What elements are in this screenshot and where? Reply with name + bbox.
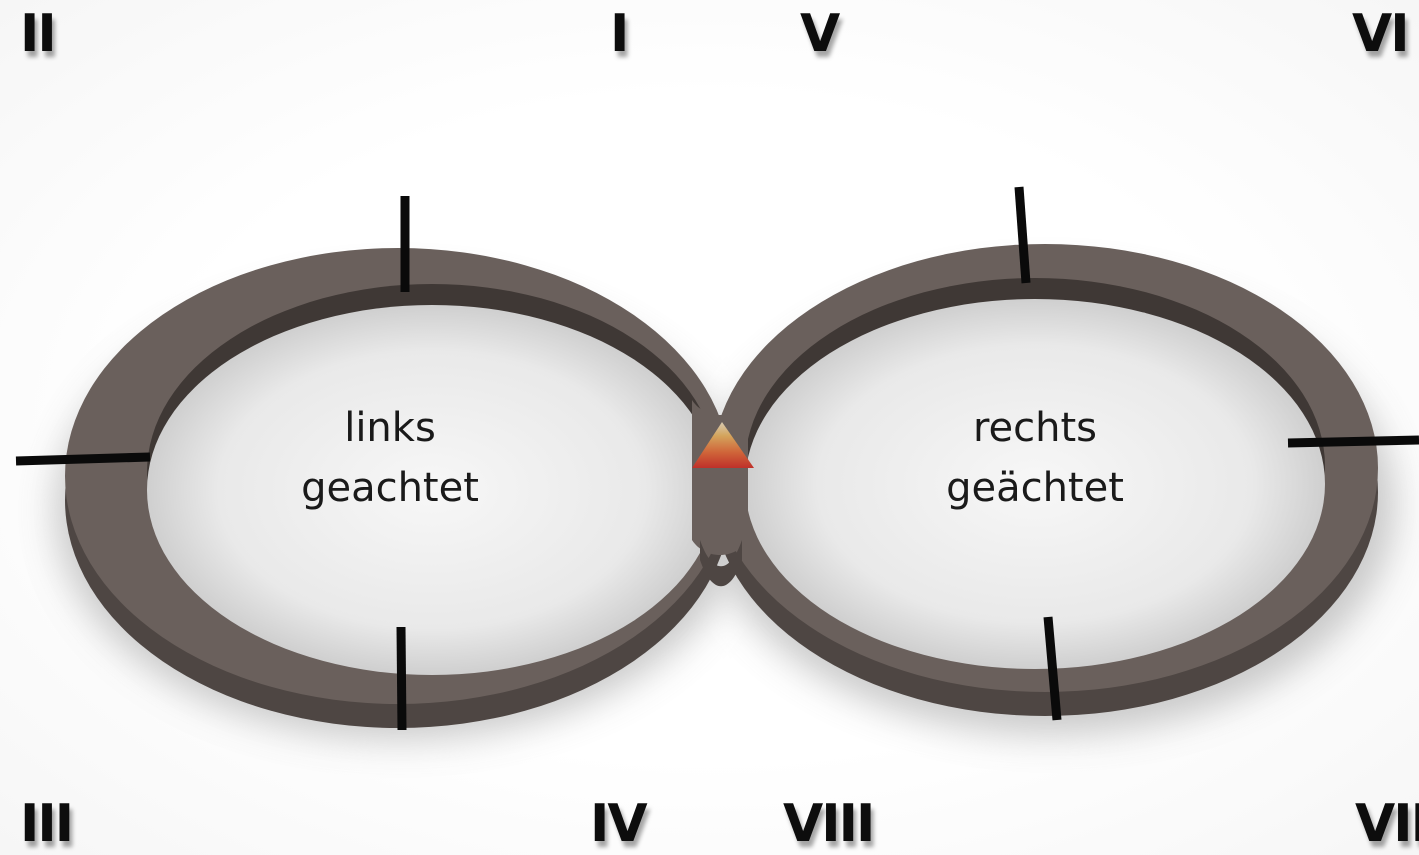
tick-right-side <box>1287 435 1419 448</box>
numeral-bottom-right: VII <box>1355 794 1419 854</box>
left-loop-label-line1: links <box>344 405 436 451</box>
numeral-bottom-left: III <box>20 794 74 854</box>
tick-left-bottom <box>396 626 407 731</box>
right-loop-label-line2: geächtet <box>946 465 1124 511</box>
tick-right-bottom <box>1043 616 1062 721</box>
tick-left-side <box>15 452 151 466</box>
numeral-top-center-left: I <box>610 4 629 64</box>
left-loop-label-line2: geachtet <box>301 465 479 511</box>
numeral-bottom-center-right: VIII <box>783 794 875 854</box>
right-loop-label: rechts geächtet <box>930 398 1140 518</box>
left-ring <box>65 248 731 728</box>
right-ring <box>712 244 1378 716</box>
tick-right-top <box>1014 186 1031 284</box>
numeral-top-center-right: V <box>800 4 840 64</box>
numeral-top-right: VI <box>1352 4 1410 64</box>
center-triangle-marker <box>692 422 754 468</box>
crossing-band <box>692 400 748 587</box>
left-loop-label: links geachtet <box>290 398 490 518</box>
numeral-top-left: II <box>20 4 57 64</box>
tick-markers <box>15 186 1419 731</box>
right-loop-label-line1: rechts <box>972 405 1098 451</box>
numeral-bottom-center-left: IV <box>590 794 648 854</box>
